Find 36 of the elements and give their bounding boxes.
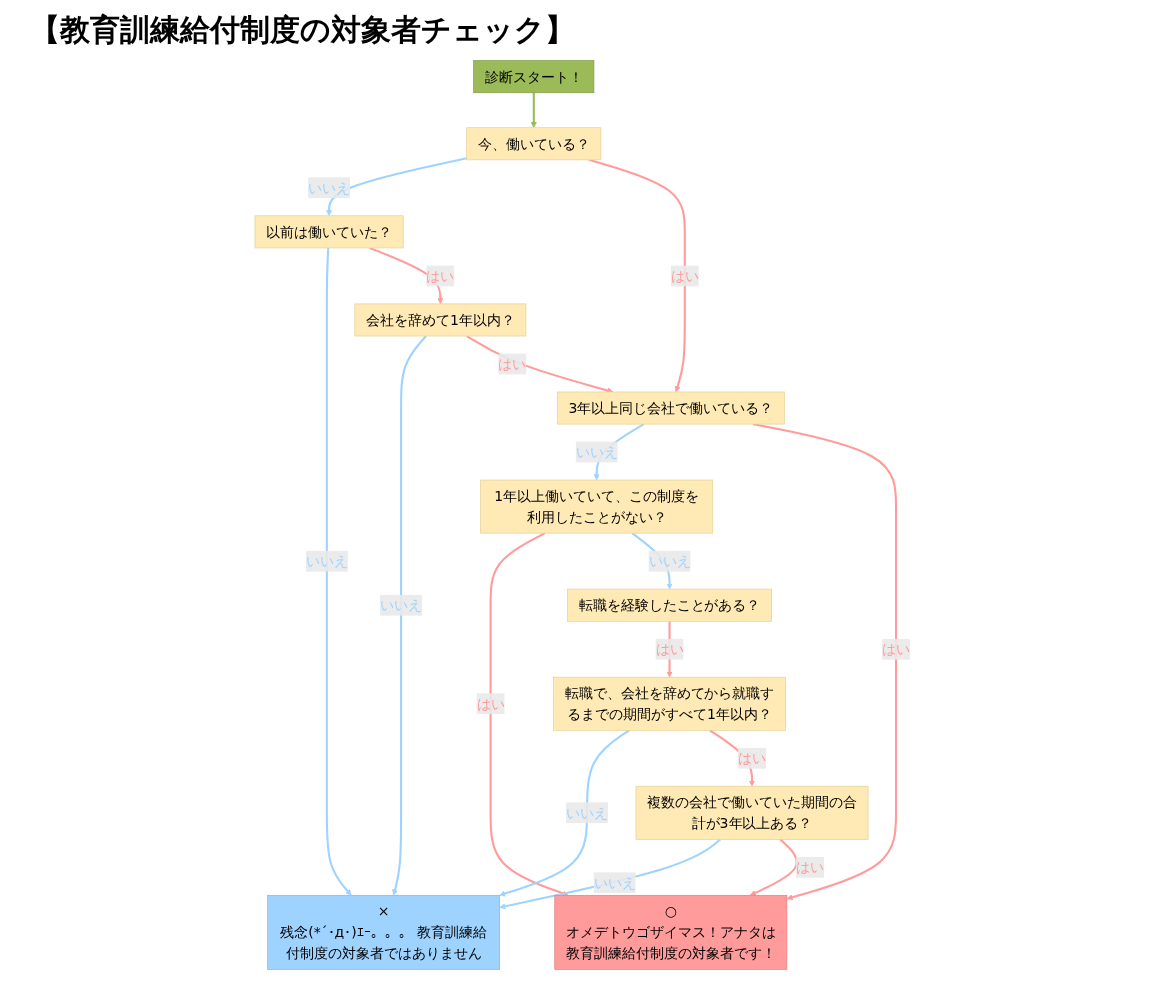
node-box: 転職で、会社を辞めてから就職するまでの期間がすべて1年以内？ — [553, 676, 786, 731]
arrow — [588, 158, 686, 393]
node-box: 1年以上働いていて、この制度を利用したことがない？ — [480, 479, 714, 534]
arrow — [499, 729, 630, 897]
arrow — [326, 157, 467, 217]
node-box: 3年以上同じ会社で働いている？ — [556, 391, 785, 425]
edge-label: いいえ — [305, 552, 348, 570]
node-box: 会社を辞めて1年以内？ — [354, 303, 527, 337]
arrow — [489, 532, 569, 897]
edge-label: いいえ — [575, 443, 618, 461]
node-box: 以前は働いていた？ — [254, 215, 404, 249]
arrow — [749, 838, 798, 896]
node-box: 診断スタート！ — [473, 60, 595, 94]
node-box: × 残念(*´･д･)ｴｰ。。。 教育訓練給付制度の対象者ではありません — [267, 894, 500, 970]
edge-label: はい — [670, 267, 699, 285]
edge-label: いいえ — [566, 804, 609, 822]
edge-label: はい — [796, 858, 825, 876]
edge-label: はい — [882, 640, 911, 658]
edge-label: はい — [498, 355, 527, 373]
node-box: ○ オメデトウゴザイマス！アナタは教育訓練給付制度の対象者です！ — [554, 894, 788, 970]
arrow — [325, 247, 352, 896]
node-box: 複数の会社で働いていた期間の合計が3年以上ある？ — [635, 785, 869, 840]
node-box: 今、働いている？ — [466, 127, 602, 161]
edge-label: いいえ — [380, 596, 423, 614]
edge-label: いいえ — [308, 179, 351, 197]
edge-label: いいえ — [593, 874, 636, 892]
arrow — [499, 838, 722, 910]
node-box: 転職を経験したことがある？ — [567, 588, 772, 622]
arrow — [392, 335, 427, 896]
edge-label: はい — [655, 640, 684, 658]
arrow — [530, 92, 537, 128]
diagram-title: 【教育訓練給付制度の対象者チェック】 — [30, 11, 576, 49]
edge-label: はい — [738, 749, 767, 767]
edge-label: いいえ — [648, 552, 691, 570]
edge-label: はい — [426, 267, 455, 285]
edge-label: はい — [476, 695, 505, 713]
